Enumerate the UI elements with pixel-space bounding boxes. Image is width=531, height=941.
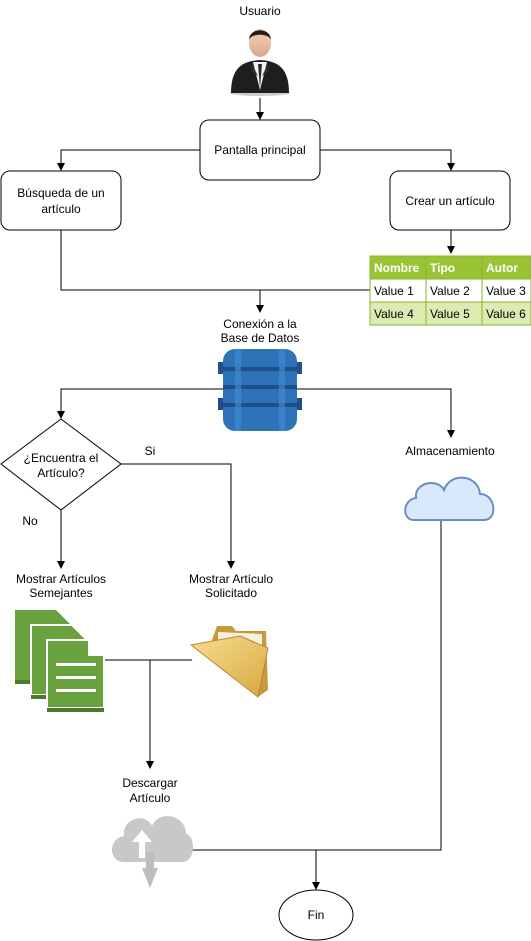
create-node: Crear un artículo xyxy=(389,170,511,231)
table-cell: Value 5 xyxy=(430,307,470,321)
end-node: Fin xyxy=(278,889,354,941)
svg-text:Mostrar Artículo: Mostrar Artículo xyxy=(189,572,273,586)
svg-text:Solicitado: Solicitado xyxy=(205,586,257,600)
cloud-download-icon xyxy=(112,816,194,888)
svg-text:Descargar: Descargar xyxy=(122,776,177,790)
similar-label-line2: Semejantes xyxy=(29,586,92,600)
svg-text:Conexión a la: Conexión a la xyxy=(223,317,297,331)
download-label-line2: Artículo xyxy=(130,791,171,805)
decision-label-line1: ¿Encuentra el xyxy=(24,451,99,465)
search-node: Búsqueda de un artículo xyxy=(0,170,122,231)
cloud-icon xyxy=(404,476,495,521)
decision-node: ¿Encuentra el Artículo? xyxy=(0,418,122,511)
requested-label-line1: Mostrar Artículo xyxy=(189,572,273,586)
edge-db-to-storage xyxy=(260,388,455,438)
database-icon xyxy=(218,349,302,431)
user-label: Usuario xyxy=(239,4,281,18)
edge-main-to-create xyxy=(320,149,455,171)
main-screen-node: Pantalla principal xyxy=(199,119,321,181)
no-label: No xyxy=(22,514,38,528)
search-label-line1: Búsqueda de un xyxy=(17,186,104,200)
db-label-line2: Base de Datos xyxy=(221,331,300,345)
edge-decision-yes xyxy=(121,463,235,569)
requested-label-line2: Solicitado xyxy=(205,586,257,600)
documents-icon xyxy=(15,610,105,712)
edge-search-to-db xyxy=(60,230,371,291)
svg-text:artículo: artículo xyxy=(41,202,81,216)
download-label-line1: Descargar xyxy=(122,776,177,790)
table-header-cell: Nombre xyxy=(374,261,420,275)
table-header-cell: Tipo xyxy=(430,261,455,275)
db-label-line1: Conexión a la xyxy=(223,317,297,331)
connectors xyxy=(57,98,455,890)
create-label: Crear un artículo xyxy=(405,194,495,208)
table-row xyxy=(369,301,531,326)
table-cell: Value 6 xyxy=(486,307,526,321)
storage-label: Almacenamiento xyxy=(405,444,495,458)
svg-text:Base de Datos: Base de Datos xyxy=(221,331,300,345)
edge-main-to-search xyxy=(57,149,200,171)
edge-storage-to-end xyxy=(190,520,442,851)
user-icon xyxy=(230,29,290,96)
similar-label-line1: Mostrar Artículos xyxy=(16,572,106,586)
edge-db-to-decision xyxy=(57,388,260,419)
svg-text:Artículo: Artículo xyxy=(130,791,171,805)
table-header-cell: Autor xyxy=(486,261,518,275)
table-cell: Value 1 xyxy=(374,284,414,298)
svg-text:Semejantes: Semejantes xyxy=(29,586,92,600)
svg-text:Artículo?: Artículo? xyxy=(37,466,85,480)
end-label: Fin xyxy=(308,908,325,922)
svg-text:¿Encuentra el: ¿Encuentra el xyxy=(24,451,99,465)
svg-text:Búsqueda de un: Búsqueda de un xyxy=(17,186,104,200)
table-cell: Value 4 xyxy=(374,307,414,321)
table-cell: Value 2 xyxy=(430,284,470,298)
decision-label-line2: Artículo? xyxy=(37,466,85,480)
table-cell: Value 3 xyxy=(486,284,526,298)
folder-icon xyxy=(189,626,269,698)
yes-label: Si xyxy=(145,444,156,458)
search-label-line2: artículo xyxy=(41,202,81,216)
svg-text:Mostrar Artículos: Mostrar Artículos xyxy=(16,572,106,586)
main-screen-label: Pantalla principal xyxy=(214,143,305,157)
